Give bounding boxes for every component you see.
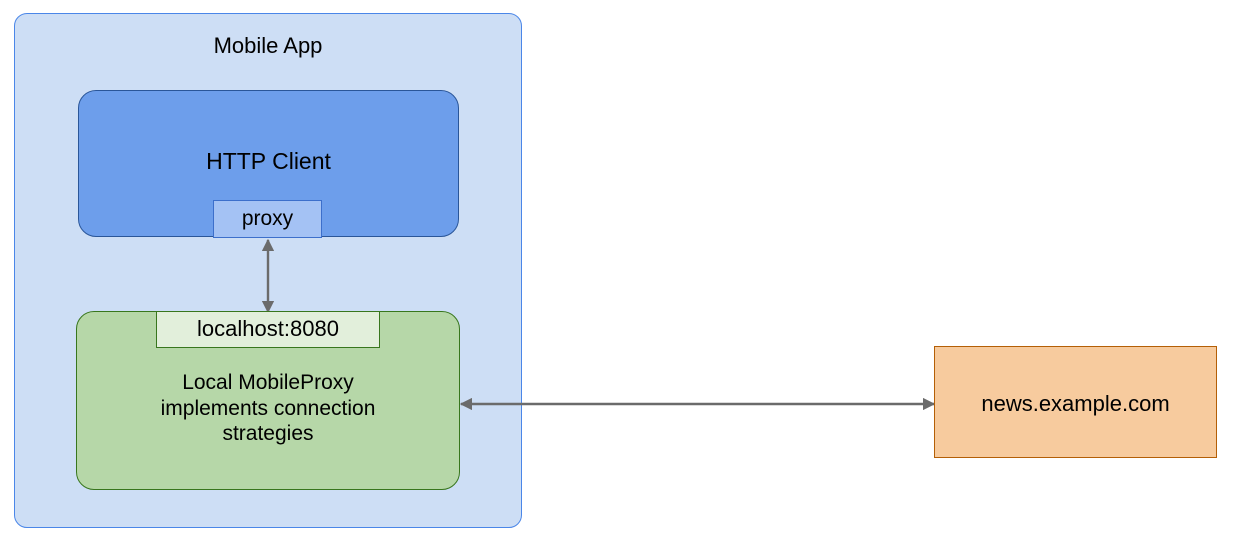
proxy-port-badge[interactable] [213, 200, 322, 238]
localhost-endpoint-badge[interactable] [156, 311, 380, 348]
external-host-box[interactable] [934, 346, 1217, 458]
connector-local-proxy-to-external-host [459, 397, 936, 411]
